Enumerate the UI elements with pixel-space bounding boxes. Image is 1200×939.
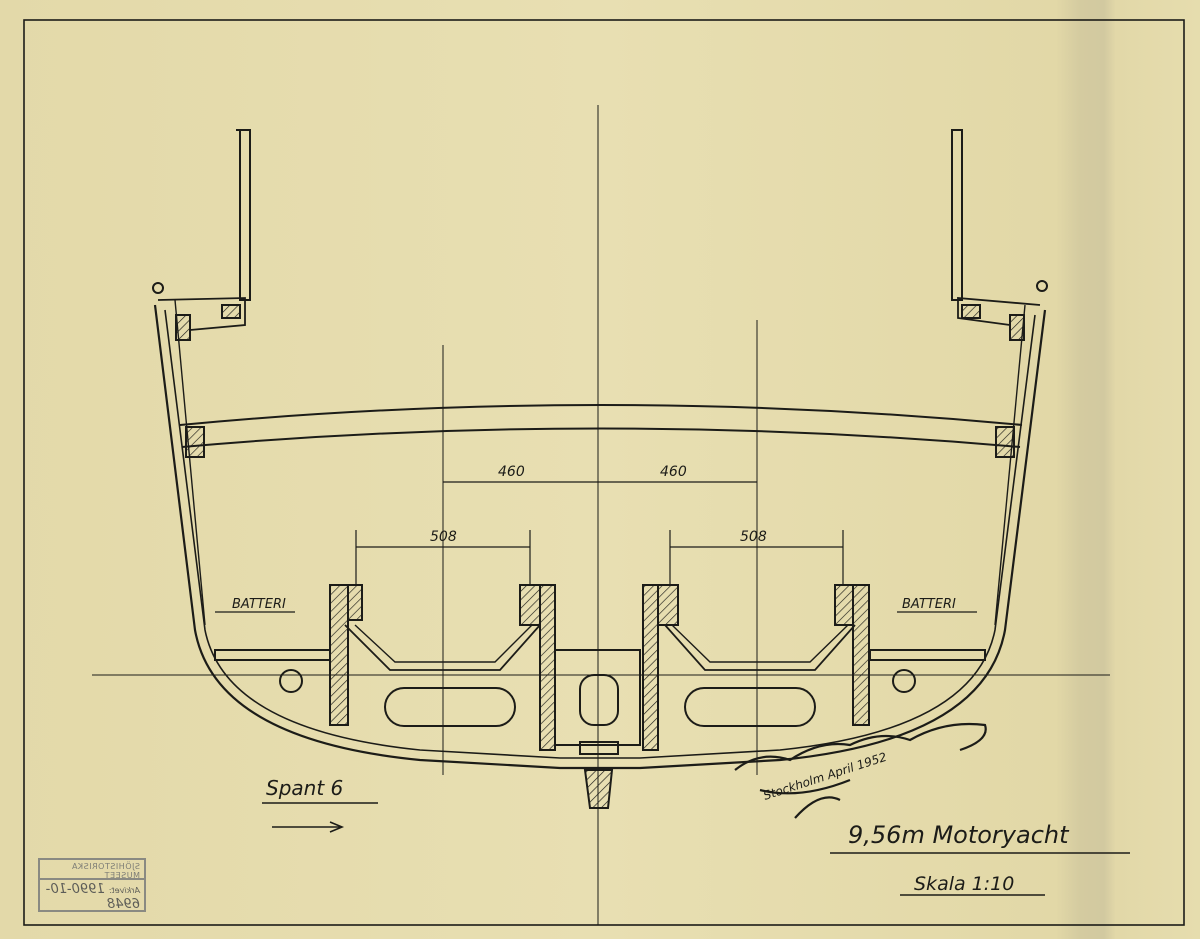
hull-outer <box>153 304 1047 770</box>
drawing-title: 9,56m Motoryacht <box>848 821 1070 849</box>
battery-label-left: BATTERI <box>232 597 286 612</box>
battery-label-right: BATTERI <box>902 597 956 612</box>
stamp-archive-label: Arkivet: <box>108 886 140 895</box>
drawing-border <box>23 19 1185 926</box>
hull-inner <box>164 309 1036 759</box>
dim-460-right: 460 <box>660 464 687 480</box>
frame-label: Spant 6 <box>266 776 343 800</box>
drawing-scale: Skala 1:10 <box>914 873 1014 895</box>
signature <box>734 722 987 819</box>
dim-460-left: 460 <box>498 464 525 480</box>
stamp-museum: SJÖHISTORISKA MUSEET <box>40 860 144 880</box>
dim-508-left: 508 <box>430 529 457 545</box>
museum-stamp: SJÖHISTORISKA MUSEET Arkivet: 1990-10-69… <box>38 858 146 912</box>
dim-508-right: 508 <box>740 529 767 545</box>
